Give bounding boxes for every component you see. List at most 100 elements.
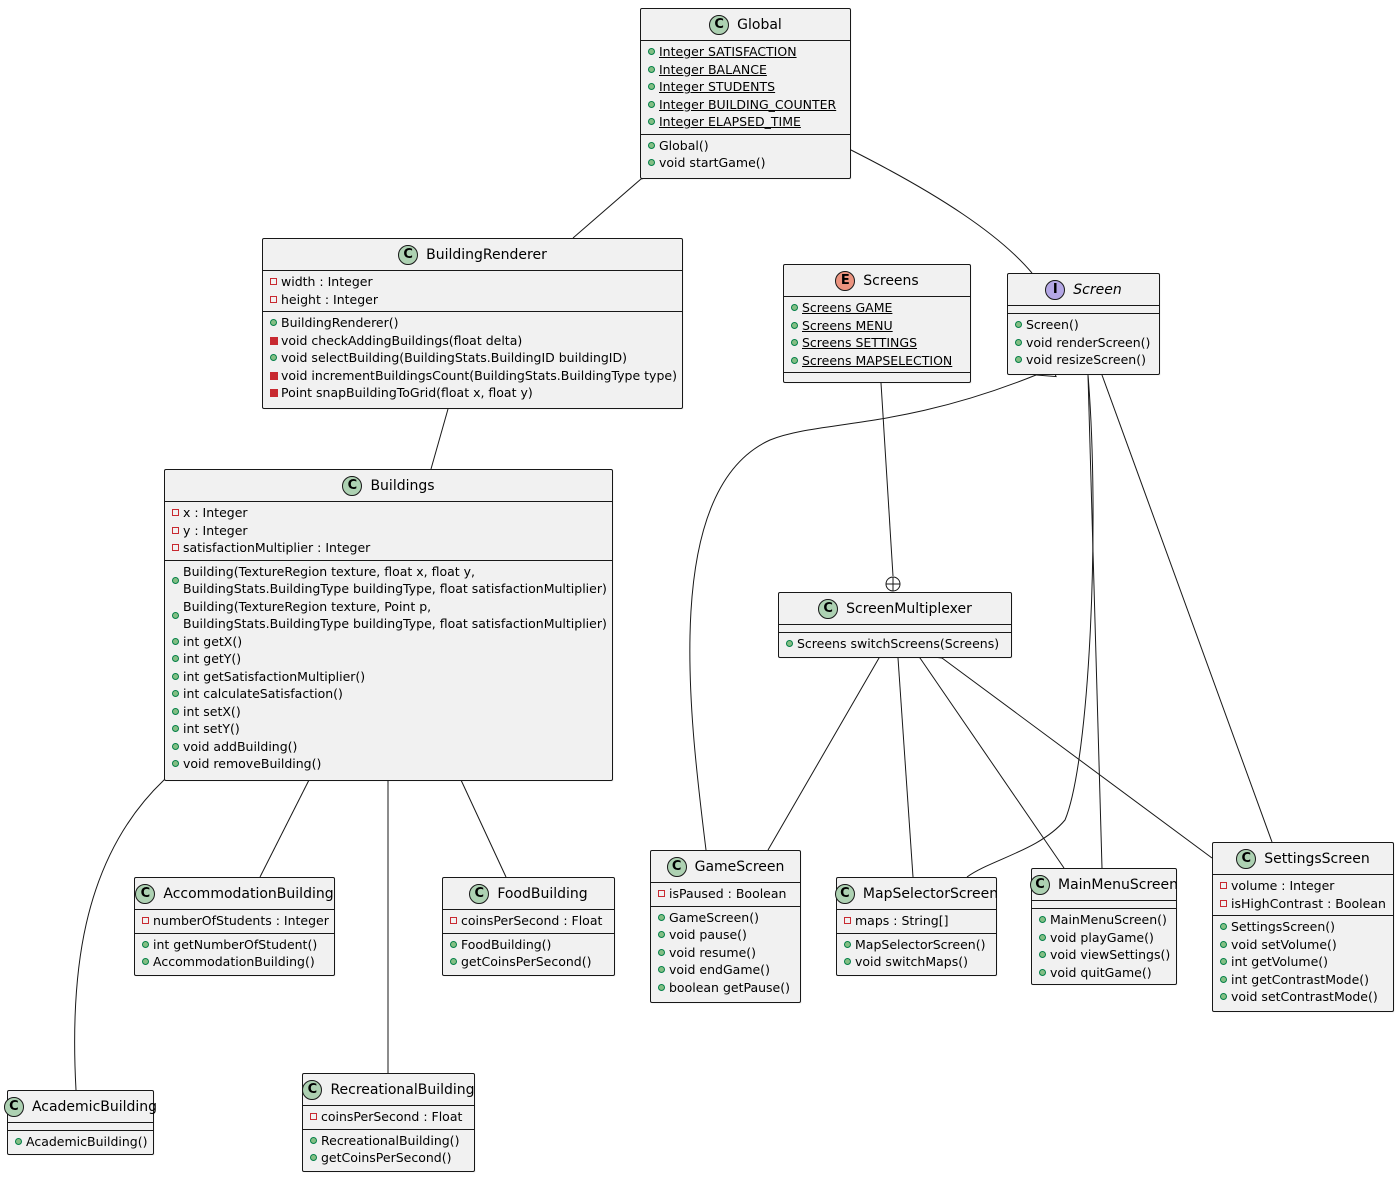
- method-text: MainMenuScreen(): [1050, 912, 1167, 927]
- public-marker-icon: [14, 1133, 26, 1150]
- edge-agg-gamescreen: [767, 658, 879, 851]
- edge-agg-settings: [942, 658, 1213, 859]
- method-row: BuildingRenderer(): [263, 314, 682, 332]
- method-row: GameScreen(): [651, 909, 800, 927]
- class-badge-icon: C: [834, 883, 855, 904]
- method-row: void playGame(): [1032, 929, 1176, 947]
- edge-global-screen: [851, 150, 1033, 274]
- field-text: Integer ELAPSED_TIME: [659, 114, 801, 129]
- method-text: SettingsScreen(): [1231, 919, 1335, 934]
- field-text: x : Integer: [183, 505, 248, 520]
- class-badge-icon: C: [1236, 848, 1257, 869]
- method-text: void checkAddingBuildings(float delta): [281, 332, 523, 348]
- private-marker-icon: [269, 367, 281, 384]
- public-marker-icon: [1219, 936, 1231, 953]
- fields-section: [779, 625, 1011, 633]
- method-row: boolean getPause(): [651, 979, 800, 997]
- public-marker-icon: [171, 738, 183, 755]
- methods-section: Global() void startGame(): [641, 135, 850, 175]
- field-text: isHighContrast : Boolean: [1231, 895, 1386, 911]
- method-text: void endGame(): [669, 962, 770, 977]
- method-text: BuildingRenderer(): [281, 315, 399, 330]
- method-row: void removeBuilding(): [165, 755, 612, 773]
- public-marker-icon: [171, 563, 183, 584]
- method-text: void startGame(): [659, 155, 766, 170]
- field-text: Screens SETTINGS: [802, 335, 918, 350]
- field-row: coinsPerSecond : Float: [303, 1108, 474, 1126]
- public-marker-icon: [171, 598, 183, 619]
- public-marker-icon: [785, 635, 797, 652]
- class-badge-icon: C: [342, 475, 363, 496]
- field-row: Integer BUILDING_COUNTER: [641, 96, 850, 114]
- fields-section: numberOfStudents : Integer: [135, 910, 334, 934]
- method-text: int getSatisfactionMultiplier(): [183, 668, 366, 684]
- public-marker-icon: [269, 314, 281, 331]
- public-marker-icon: [1038, 946, 1050, 963]
- class-name: Buildings: [370, 477, 435, 494]
- method-text: int getX(): [183, 633, 243, 649]
- field-text: isPaused : Boolean: [669, 886, 787, 901]
- method-row: SettingsScreen(): [1213, 918, 1393, 936]
- fields-section: maps : String[]: [837, 910, 996, 934]
- fields-section: Screens GAME Screens MENU Screens SETTINGS…: [784, 297, 970, 373]
- method-text: void setVolume(): [1231, 936, 1337, 952]
- method-text: void quitGame(): [1050, 964, 1152, 980]
- field-text: numberOfStudents : Integer: [153, 913, 329, 928]
- method-row: void incrementBuildingsCount(BuildingSta…: [263, 367, 682, 385]
- public-marker-icon: [449, 936, 461, 953]
- method-row: RecreationalBuilding(): [303, 1132, 474, 1150]
- fields-section: isPaused : Boolean: [651, 883, 800, 907]
- class-name: BuildingRenderer: [426, 246, 547, 263]
- field-row: x : Integer: [165, 504, 612, 522]
- method-row: int getX(): [165, 633, 612, 651]
- field-text: Screens GAME: [802, 300, 893, 315]
- field-row: isHighContrast : Boolean: [1213, 895, 1393, 913]
- public-marker-icon: [141, 953, 153, 970]
- class-badge-icon: C: [469, 883, 490, 904]
- method-row: void selectBuilding(BuildingStats.Buildi…: [263, 349, 682, 367]
- field-row: Integer SATISFACTION: [641, 43, 850, 61]
- field-text: Screens MAPSELECTION: [802, 352, 953, 368]
- method-text: void setContrastMode(): [1231, 989, 1378, 1004]
- field-text: maps : String[]: [855, 913, 949, 928]
- methods-section: AcademicBuilding(): [8, 1131, 153, 1154]
- method-row: Screens switchScreens(Screens): [779, 635, 1011, 653]
- method-row: void pause(): [651, 926, 800, 944]
- field-text: coinsPerSecond : Float: [321, 1109, 463, 1124]
- fields-section: coinsPerSecond : Float: [303, 1106, 474, 1130]
- method-row: void resizeScreen(): [1008, 351, 1159, 369]
- private-marker-icon: [1219, 877, 1231, 894]
- methods-section: int getNumberOfStudent()AccommodationBui…: [135, 934, 334, 974]
- field-text: Screens MENU: [802, 317, 893, 333]
- edge-inherit-gamescreen: [689, 375, 1036, 851]
- public-marker-icon: [657, 944, 669, 961]
- edge-global-building-renderer: [572, 179, 641, 239]
- fields-section: [1008, 306, 1159, 314]
- method-text: void playGame(): [1050, 929, 1154, 945]
- method-text: int getY(): [183, 651, 242, 666]
- public-marker-icon: [1038, 929, 1050, 946]
- edge-inherit-food: [461, 780, 507, 878]
- method-row: int getNumberOfStudent(): [135, 936, 334, 954]
- method-text: RecreationalBuilding(): [321, 1132, 460, 1148]
- public-marker-icon: [790, 317, 802, 334]
- field-row: numberOfStudents : Integer: [135, 912, 334, 930]
- private-marker-icon: [171, 522, 183, 539]
- method-text: Global(): [659, 137, 709, 153]
- edge-screens-multiplexer: [880, 382, 894, 577]
- class-name: MainMenuScreen: [1058, 876, 1178, 893]
- public-marker-icon: [843, 936, 855, 953]
- method-row: void switchMaps(): [837, 953, 996, 971]
- method-row: int getY(): [165, 650, 612, 668]
- methods-section: Screens switchScreens(Screens): [779, 633, 1011, 656]
- field-text: Integer SATISFACTION: [659, 44, 797, 59]
- field-row: Integer ELAPSED_TIME: [641, 113, 850, 131]
